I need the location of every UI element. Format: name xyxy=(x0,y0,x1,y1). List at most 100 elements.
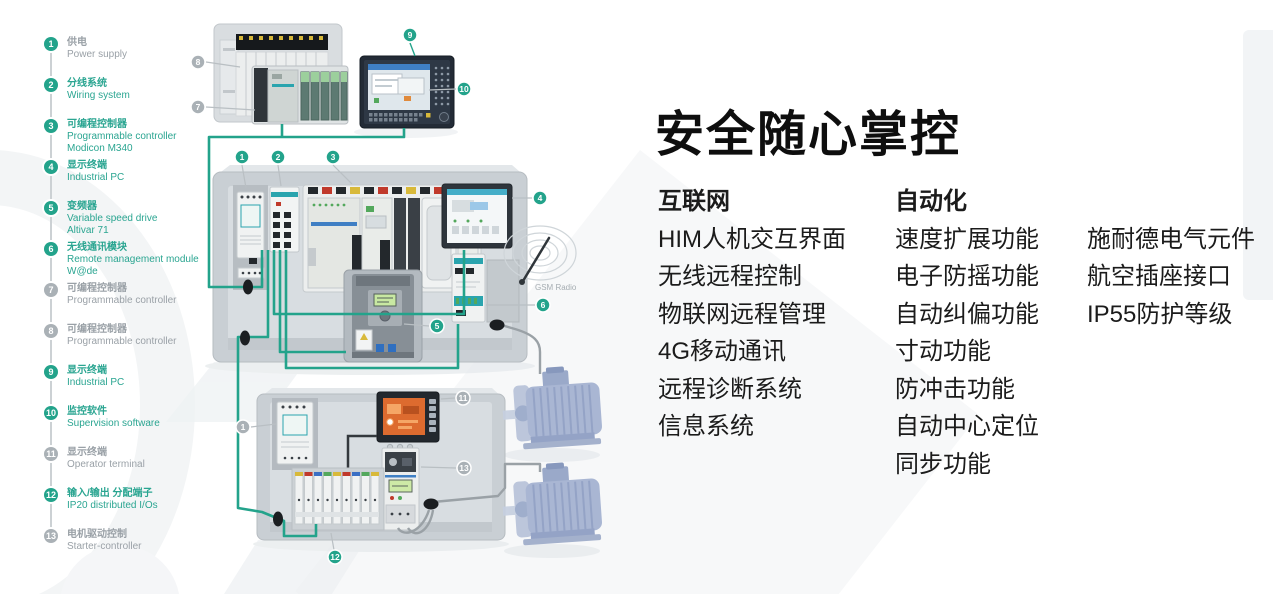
feature-item: 寸动功能 xyxy=(895,338,991,365)
svg-text:7: 7 xyxy=(196,102,201,112)
feature-item: 速度扩展功能 xyxy=(895,225,1039,253)
legend-label-zh: 可编程控制器 xyxy=(67,324,127,335)
legend-number-badge: 11 xyxy=(44,447,58,461)
panel-key-rows xyxy=(369,113,423,122)
feature-item: 信息系统 xyxy=(658,413,754,440)
industrial-pc-panel xyxy=(359,55,455,129)
starter-controller xyxy=(381,443,420,531)
legend-label-en: Industrial PC xyxy=(67,377,125,388)
terminal-cable xyxy=(346,434,377,470)
legend-label-en: Variable speed drive xyxy=(67,213,158,224)
rack-terminal-ticks xyxy=(239,36,323,40)
watermark-shape-right xyxy=(1243,30,1273,300)
svg-text:11: 11 xyxy=(459,393,468,403)
legend-number-badge: 10 xyxy=(44,406,58,420)
diagram-marker: 13 xyxy=(456,460,472,476)
feature-item: 自动纠偏功能 xyxy=(895,300,1039,328)
feature-item: 航空插座接口 xyxy=(1087,263,1231,290)
gsm-radio-label: GSM Radio xyxy=(535,283,577,292)
svg-text:1: 1 xyxy=(241,422,246,432)
legend-number-badge: 6 xyxy=(44,242,58,256)
svg-text:3: 3 xyxy=(331,152,336,162)
legend-label-zh: 监控软件 xyxy=(67,406,107,417)
legend-label-zh: 输入/输出 分配端子 xyxy=(67,488,153,499)
feature-item: 防冲击功能 xyxy=(895,375,1015,403)
svg-text:6: 6 xyxy=(541,300,546,310)
diagram-marker: 10 xyxy=(456,81,472,97)
legend-number-badge: 8 xyxy=(44,324,58,338)
legend-label-en: Modicon M340 xyxy=(67,143,133,154)
motor-bottom xyxy=(502,462,602,546)
panel-keypad xyxy=(434,66,450,106)
gray-motor-cables xyxy=(396,322,542,535)
legend-label-zh: 分线系统 xyxy=(67,78,107,89)
legend-label-en: Programmable controller xyxy=(67,336,177,347)
legend-label-zh: 显示终端 xyxy=(67,160,107,171)
feature-item: 同步功能 xyxy=(895,450,991,478)
legend-number-badge: 2 xyxy=(44,78,58,92)
legend-label-zh: 变频器 xyxy=(67,201,97,212)
marker-dashes xyxy=(205,61,535,551)
feature-column-header: 互联网 xyxy=(658,188,730,215)
legend-label-en: Industrial PC xyxy=(67,172,125,183)
feature-item: 自动中心定位 xyxy=(895,413,1039,440)
feature-item: 无线远程控制 xyxy=(658,263,802,290)
legend-label-zh: 显示终端 xyxy=(67,365,107,376)
wade-module xyxy=(451,253,486,323)
power-supply-bottom xyxy=(272,398,318,470)
feature-item: 物联网远程管理 xyxy=(658,300,826,328)
svg-text:12: 12 xyxy=(330,552,340,562)
feature-item: IP55防护等级 xyxy=(1087,300,1233,328)
diagram-marker: 4 xyxy=(532,190,548,206)
hmi-display xyxy=(441,183,513,249)
diagram-marker: 9 xyxy=(402,27,418,43)
feature-item: 电子防摇功能 xyxy=(895,263,1039,290)
diagram-marker: 3 xyxy=(325,149,341,165)
legend-label-en: W@de xyxy=(67,266,98,277)
svg-text:1: 1 xyxy=(240,152,245,162)
feature-column-header: 自动化 xyxy=(895,188,967,215)
legend-number-badge: 5 xyxy=(44,201,58,215)
diagram-marker: 5 xyxy=(429,318,445,334)
feature-item: 施耐德电气元件 xyxy=(1087,225,1255,253)
legend-label-en: Wiring system xyxy=(67,90,130,101)
legend-number-badge: 3 xyxy=(44,119,58,133)
diagram-marker: 12 xyxy=(327,549,343,565)
legend-label-en: Power supply xyxy=(67,49,128,60)
legend-number-badge: 12 xyxy=(44,488,58,502)
legend-label-en: Programmable controller xyxy=(67,295,177,306)
legend-label-en: Programmable controller xyxy=(67,131,177,142)
feature-item: 远程诊断系统 xyxy=(658,375,802,403)
legend-label-en: Starter-controller xyxy=(67,541,142,552)
svg-text:8: 8 xyxy=(196,57,201,67)
svg-text:9: 9 xyxy=(408,30,413,40)
motor-top xyxy=(502,366,602,450)
legend-label-zh: 可编程控制器 xyxy=(67,283,127,294)
marker-9-dash xyxy=(409,42,416,57)
teal-network-cables xyxy=(207,124,466,538)
feature-item: HIM人机交互界面 xyxy=(658,225,846,253)
svg-text:4: 4 xyxy=(538,193,543,203)
diagram-marker: 7 xyxy=(190,99,206,115)
variable-speed-drive xyxy=(343,269,423,363)
legend-number-badge: 13 xyxy=(44,529,58,543)
legend-label-zh: 可编程控制器 xyxy=(67,119,127,130)
legend-label-en: Altivar 71 xyxy=(67,225,109,236)
